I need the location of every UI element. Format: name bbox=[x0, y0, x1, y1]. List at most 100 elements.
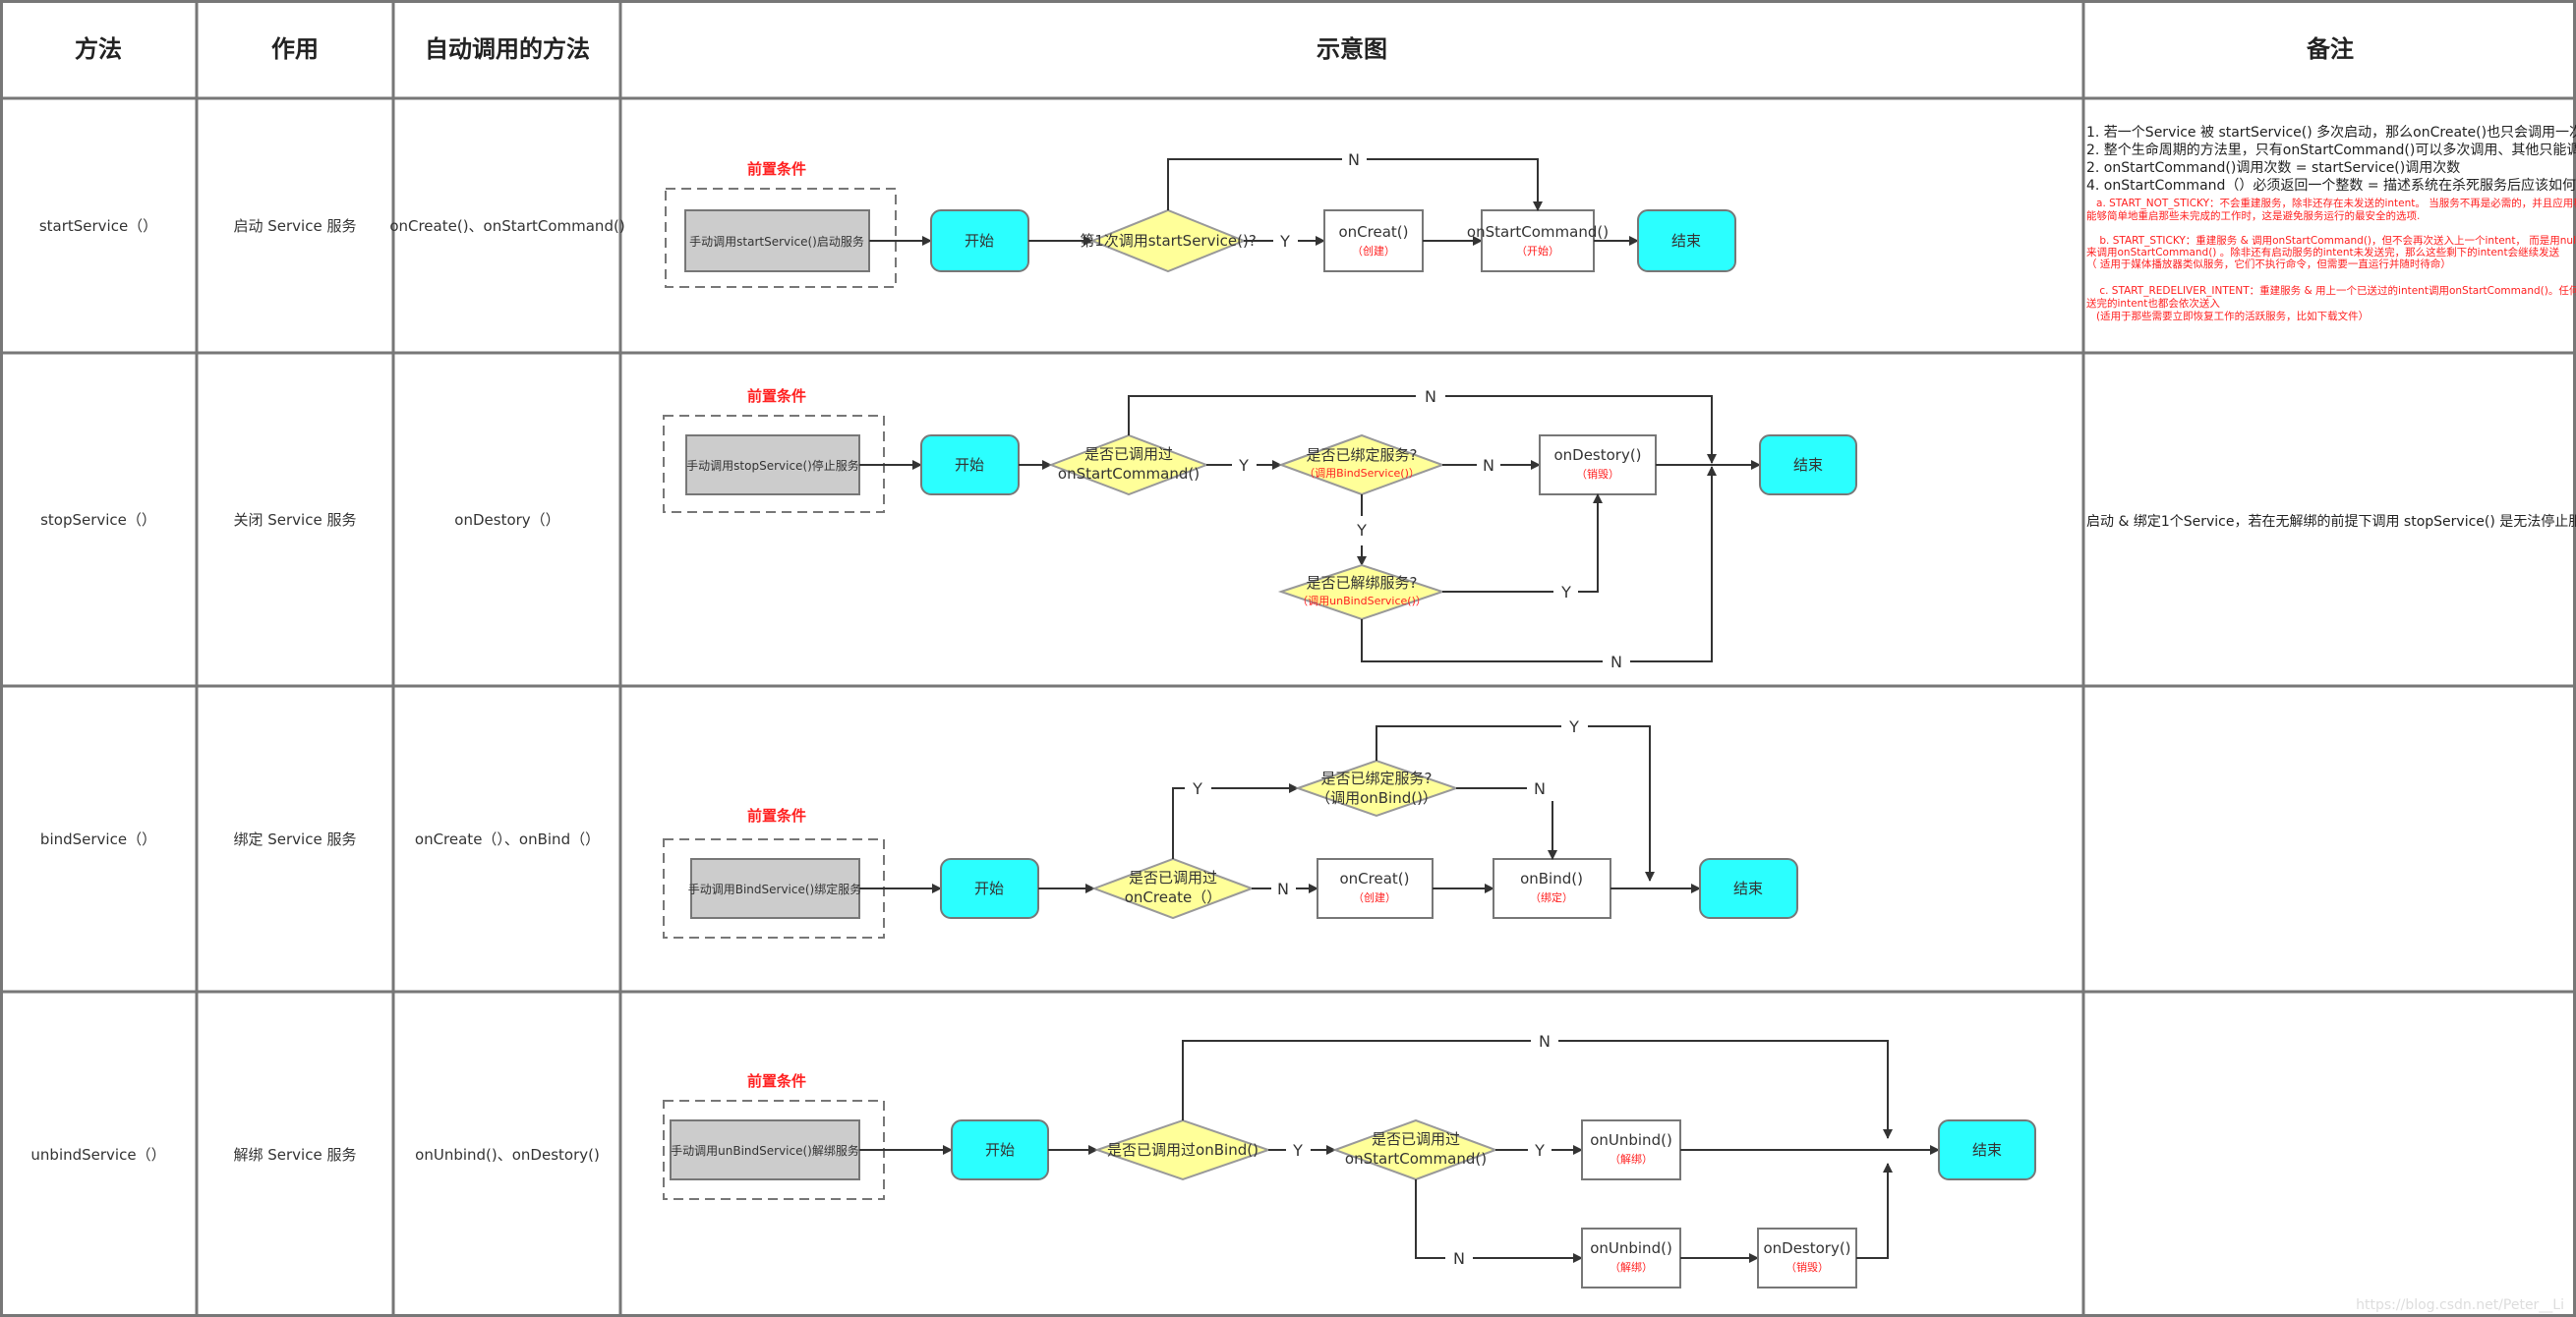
yes-label: Y bbox=[1356, 521, 1367, 540]
no-label: N bbox=[1483, 456, 1494, 475]
oncreate-sub: （创建） bbox=[1353, 890, 1396, 904]
start-label: 开始 bbox=[985, 1141, 1015, 1159]
note-line: 2. 整个生命周期的方法里，只有onStartCommand()可以多次调用、其… bbox=[2086, 142, 2576, 158]
oncreate-label: onCreat() bbox=[1339, 870, 1409, 888]
watermark: https://blog.csdn.net/Peter__Li bbox=[2356, 1297, 2564, 1313]
table-header: 方法 作用 自动调用的方法 示意图 备注 bbox=[75, 35, 2354, 63]
start-label: 开始 bbox=[974, 880, 1004, 897]
precondition-node bbox=[690, 858, 860, 919]
note-line: 4. onStartCommand（）必须返回一个整数 = 描述系统在杀死服务后… bbox=[2086, 177, 2576, 194]
precondition-node bbox=[685, 434, 860, 495]
oncreate-node bbox=[1323, 209, 1424, 272]
end-label: 结束 bbox=[1733, 880, 1763, 897]
onunbind-sub: （解绑） bbox=[1610, 1152, 1653, 1166]
precondition-title: 前置条件 bbox=[747, 1072, 806, 1090]
purpose-cell: 启动 Service 服务 bbox=[234, 217, 357, 235]
yes-label: Y bbox=[1292, 1141, 1303, 1160]
note-line-red: a. START_NOT_STICKY：不会重建服务，除非还存在未发送的inte… bbox=[2086, 197, 2576, 209]
end-label: 结束 bbox=[1793, 456, 1823, 474]
onunbind-node bbox=[1581, 1119, 1681, 1180]
precondition-label: 手动调用unBindService()解绑服务 bbox=[671, 1143, 859, 1158]
onstartcommand-label: onStartCommand() bbox=[1467, 223, 1609, 241]
end-node bbox=[1699, 858, 1798, 919]
table-row: bindService（） 绑定 Service 服务 onCreate（）、o… bbox=[40, 830, 600, 848]
table-row: startService（） 启动 Service 服务 onCreate()、… bbox=[39, 217, 625, 235]
purpose-cell: 解绑 Service 服务 bbox=[234, 1146, 357, 1164]
note-line-red: （ 适用于媒体播放器类似服务，它们不执行命令，但需要一直运行并随时待命） bbox=[2086, 258, 2451, 270]
header-auto-methods: 自动调用的方法 bbox=[425, 35, 590, 63]
method-cell: stopService（） bbox=[40, 511, 156, 529]
no-label: N bbox=[1610, 653, 1622, 671]
ondestroy-node bbox=[1539, 434, 1657, 495]
header-notes: 备注 bbox=[2306, 35, 2354, 63]
no-label: N bbox=[1539, 1032, 1551, 1051]
no-label: N bbox=[1534, 779, 1546, 798]
onstartcommand-sub: （开始） bbox=[1516, 244, 1559, 258]
onstartcommand-node bbox=[1481, 209, 1595, 272]
header-method: 方法 bbox=[75, 35, 122, 63]
method-cell: startService（） bbox=[39, 217, 157, 235]
method-cell: bindService（） bbox=[40, 830, 156, 848]
precondition-label: 手动调用stopService()停止服务 bbox=[686, 458, 859, 473]
oncreate-node bbox=[1317, 858, 1434, 919]
decision-label: （调用onBind()） bbox=[1316, 789, 1437, 807]
decision-label: 第1次调用startService()? bbox=[1080, 232, 1257, 250]
onunbind-label: onUnbind() bbox=[1590, 1239, 1672, 1257]
decision-bound bbox=[1278, 433, 1445, 496]
precondition-title: 前置条件 bbox=[747, 160, 806, 178]
header-diagram: 示意图 bbox=[1317, 35, 1387, 63]
yes-label: Y bbox=[1534, 1141, 1545, 1160]
onunbind-label: onUnbind() bbox=[1590, 1131, 1672, 1149]
method-cell: unbindService（） bbox=[30, 1146, 165, 1164]
onbind-label: onBind() bbox=[1520, 870, 1583, 888]
auto-methods-cell: onCreate()、onStartCommand() bbox=[389, 217, 624, 235]
precondition-node bbox=[670, 1119, 860, 1180]
yes-label: Y bbox=[1279, 232, 1290, 251]
note-line-red: 能够简单地重启那些未完成的工作时，这是避免服务运行的最安全的选项. bbox=[2086, 209, 2420, 222]
ondestroy-label: onDestory() bbox=[1553, 446, 1641, 464]
precondition-label: 手动调用BindService()绑定服务 bbox=[688, 882, 862, 896]
decision-label: 是否已调用过 bbox=[1084, 445, 1173, 463]
end-node bbox=[1637, 209, 1736, 272]
oncreate-sub: （创建） bbox=[1352, 244, 1395, 258]
table-row: unbindService（） 解绑 Service 服务 onUnbind()… bbox=[30, 1146, 599, 1164]
end-label: 结束 bbox=[1671, 232, 1701, 250]
decision-label: 是否已解绑服务? bbox=[1307, 574, 1418, 592]
decision-label: 是否已调用过 bbox=[1372, 1130, 1460, 1148]
oncreate-label: onCreat() bbox=[1338, 223, 1408, 241]
start-label: 开始 bbox=[965, 232, 994, 250]
precondition-title: 前置条件 bbox=[747, 387, 806, 405]
end-node bbox=[1759, 434, 1857, 495]
header-purpose: 作用 bbox=[271, 35, 319, 63]
decision-label: 是否已绑定服务? bbox=[1321, 770, 1433, 787]
yes-label: Y bbox=[1568, 717, 1579, 736]
notes-startservice: 1. 若一个Service 被 startService() 多次启动，那么on… bbox=[2086, 124, 2576, 322]
note-line-red: c. START_REDELIVER_INTENT：重建服务 & 用上一个已送过… bbox=[2086, 284, 2576, 297]
decision-label: 是否已绑定服务? bbox=[1307, 446, 1418, 464]
ondestroy-node bbox=[1757, 1228, 1857, 1288]
ondestroy-label: onDestory() bbox=[1763, 1239, 1850, 1257]
start-label: 开始 bbox=[955, 456, 984, 474]
note-line-red: (适用于那些需要立即恢复工作的活跃服务，比如下载文件） bbox=[2086, 310, 2369, 322]
ondestroy-sub: （销毁） bbox=[1786, 1260, 1829, 1274]
startservice-flowchart: 前置条件 手动调用startService()启动服务 开始 第1次调用star… bbox=[665, 150, 1736, 288]
table-row: stopService（） 关闭 Service 服务 onDestory（） bbox=[40, 511, 560, 529]
decision-label: onStartCommand() bbox=[1345, 1150, 1487, 1168]
onunbind-sub: （解绑） bbox=[1610, 1260, 1653, 1274]
precondition-label: 手动调用startService()启动服务 bbox=[689, 234, 864, 249]
decision-label: onCreate（） bbox=[1125, 888, 1222, 906]
note-line-red: 来调用onStartCommand() 。除非还有启动服务的intent未发送完… bbox=[2086, 246, 2560, 258]
ondestroy-sub: （销毁） bbox=[1576, 467, 1619, 481]
stopservice-flowchart: 前置条件 手动调用stopService()停止服务 开始 是否已调用过 onS… bbox=[663, 387, 1857, 671]
auto-methods-cell: onUnbind()、onDestory() bbox=[415, 1146, 600, 1164]
note-line: 1. 若一个Service 被 startService() 多次启动，那么on… bbox=[2086, 124, 2576, 141]
notes-stopservice: 启动 & 绑定1个Service，若在无解绑的前提下调用 stopService… bbox=[2086, 513, 2576, 530]
no-label: N bbox=[1348, 150, 1360, 169]
decision-label: 是否已调用过onBind() bbox=[1107, 1141, 1259, 1159]
onbind-node bbox=[1493, 858, 1611, 919]
decision-label: 是否已调用过 bbox=[1129, 869, 1217, 887]
yes-label: Y bbox=[1238, 456, 1249, 475]
decision-sub: （调用unBindService()） bbox=[1297, 595, 1427, 607]
purpose-cell: 关闭 Service 服务 bbox=[234, 511, 357, 529]
